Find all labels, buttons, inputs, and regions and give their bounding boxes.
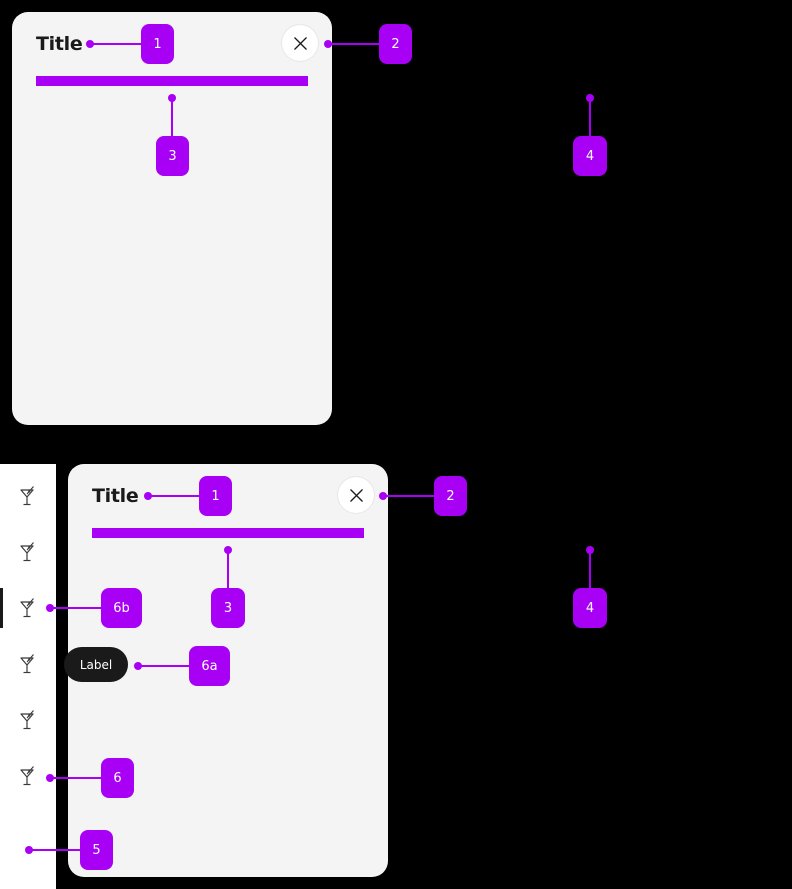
navigation-rail	[0, 464, 56, 889]
rail-tooltip: Label	[64, 647, 128, 682]
rail-item-hover[interactable]	[0, 644, 56, 684]
cocktail-glass-icon	[18, 541, 38, 563]
callout-badge-2: 2	[379, 24, 412, 64]
close-icon	[293, 36, 308, 51]
callout-line	[383, 495, 435, 497]
panel-title: Title	[36, 33, 83, 55]
callout-line	[138, 665, 190, 667]
side-sheet-panel	[12, 12, 332, 425]
rail-item[interactable]	[0, 532, 56, 572]
callout-badge-2: 2	[434, 476, 467, 516]
callout-line	[171, 98, 173, 136]
content-slot	[92, 528, 364, 538]
callout-line	[148, 495, 200, 497]
cocktail-glass-icon	[18, 597, 38, 619]
callout-line	[29, 849, 81, 851]
close-button[interactable]	[282, 25, 318, 61]
callout-line	[589, 550, 591, 588]
rail-item-selected[interactable]	[0, 588, 56, 628]
callout-badge-3: 3	[211, 588, 245, 628]
cocktail-glass-icon	[18, 485, 38, 507]
callout-badge-6a: 6a	[189, 646, 230, 686]
callout-badge-3: 3	[156, 136, 189, 176]
rail-item[interactable]	[0, 700, 56, 740]
cocktail-glass-icon	[18, 709, 38, 731]
cocktail-glass-icon	[18, 765, 38, 787]
close-icon	[349, 488, 364, 503]
callout-badge-6b: 6b	[101, 588, 142, 628]
callout-line	[227, 550, 229, 588]
callout-badge-1: 1	[199, 476, 232, 516]
callout-badge-4: 4	[573, 588, 607, 628]
callout-badge-4: 4	[573, 136, 607, 176]
callout-badge-1: 1	[141, 24, 174, 64]
callout-line	[328, 43, 380, 45]
panel-title: Title	[92, 485, 139, 507]
callout-badge-6: 6	[101, 758, 134, 798]
callout-line	[50, 607, 102, 609]
callout-badge-5: 5	[80, 830, 113, 870]
callout-line	[589, 98, 591, 136]
callout-line	[90, 43, 142, 45]
cocktail-glass-icon	[18, 653, 38, 675]
callout-line	[50, 777, 102, 779]
close-button[interactable]	[338, 477, 374, 513]
rail-item[interactable]	[0, 476, 56, 516]
content-slot	[36, 76, 308, 86]
